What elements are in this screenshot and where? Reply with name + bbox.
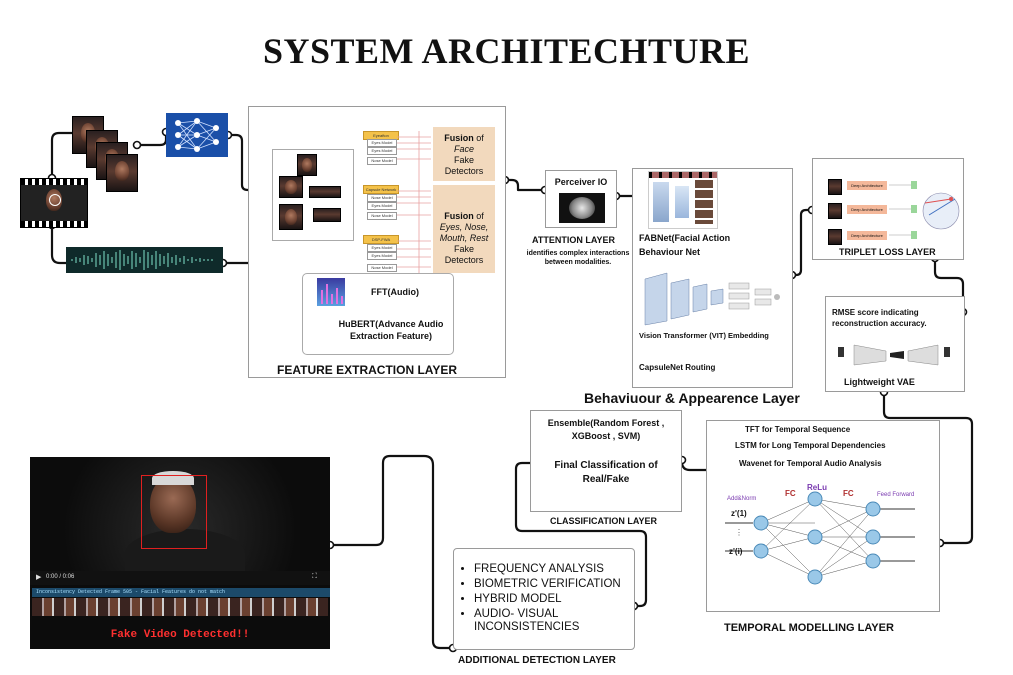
hubert-label: HuBERT(Advance Audio Extraction Feature) — [338, 319, 444, 341]
perceiver-io-box: Perceiver IO — [545, 170, 617, 228]
attention-layer-desc: identifies complex interactions between … — [526, 250, 630, 266]
deep-arch-block: Deep Architecture — [847, 181, 887, 190]
brain-scan-image — [559, 193, 605, 223]
frame-strip — [32, 598, 328, 616]
play-icon[interactable]: ▶ — [36, 574, 42, 581]
deep-arch-block: Deep Architecture — [847, 205, 887, 214]
neural-network-icon — [166, 113, 228, 157]
fc2-label: FC — [843, 489, 854, 498]
vae-box: RMSE score indicating reconstruction acc… — [825, 296, 965, 392]
classification-box: Ensemble(Random Forest , XGBoost , SVM) … — [530, 410, 682, 512]
list-item: AUDIO- VISUAL INCONSISTENCIES — [474, 608, 644, 634]
feature-extraction-label: FEATURE EXTRACTION LAYER — [277, 363, 458, 377]
perceiver-heading: Perceiver IO — [554, 177, 608, 187]
addnorm-label: Add&Norm — [727, 496, 757, 502]
svg-text:⋮: ⋮ — [735, 528, 743, 537]
list-item: FREQUENCY ANALYSIS — [474, 563, 644, 576]
model-chip: Eyes Model — [367, 244, 397, 252]
vit-diagram — [637, 269, 787, 327]
triplet-image — [828, 203, 842, 219]
model-chip: Nose Model — [367, 264, 397, 272]
vit-label: Vision Transformer (VIT) Embedding — [639, 331, 769, 340]
transformer-network-diagram: ⋮ — [725, 491, 915, 585]
fc1-label: FC — [785, 489, 796, 498]
model-chip: Nose Model — [367, 157, 397, 165]
hypersphere-diagram — [889, 181, 960, 239]
vae-desc: RMSE score indicating reconstruction acc… — [832, 308, 927, 328]
z1-label: z'(1) — [731, 509, 747, 518]
relu-label: ReLu — [807, 483, 827, 492]
model-chip: Eyes Model — [367, 202, 397, 210]
temporal-layer-label: TEMPORAL MODELLING LAYER — [724, 622, 894, 634]
audio-waveform — [66, 247, 223, 273]
vae-label: Lightweight VAE — [844, 377, 915, 387]
triplet-loss-label: TRIPLET LOSS LAYER — [839, 247, 936, 257]
zi-label: z'(i) — [729, 547, 743, 556]
additional-detection-list: FREQUENCY ANALYSIS BIOMETRIC VERIFICATIO… — [462, 563, 644, 636]
audio-features-box: FFT(Audio) HuBERT(Advance Audio Extracti… — [302, 273, 454, 355]
capsule-label: CapsuleNet Routing — [639, 363, 716, 372]
fusion-face-box: Fusion of Face Fake Detectors — [433, 127, 495, 181]
fusion-arrows — [397, 131, 431, 273]
classification-layer-label: CLASSIFICATION LAYER — [550, 516, 658, 526]
page-title: SYSTEM ARCHITECHTURE — [262, 31, 751, 71]
fabnet-diagram — [648, 171, 718, 229]
ensemble-label: Ensemble(Random Forest , XGBoost , SVM) — [547, 418, 665, 441]
model-chip: Nose Model — [367, 194, 397, 202]
triplet-image — [828, 179, 842, 195]
video-controls[interactable]: ▶ 0:00 / 0:06 ⛶ — [30, 571, 330, 585]
triplet-image — [828, 229, 842, 245]
model-chip: DSP-FWA — [363, 235, 399, 244]
face-detection-box — [141, 475, 207, 549]
list-item: HYBRID MODEL — [474, 593, 644, 606]
input-video-thumbnail — [20, 178, 88, 228]
final-classification-label: Final Classification of Real/Fake — [554, 460, 658, 485]
face-frame — [106, 154, 138, 192]
fusion-word: Fusion — [444, 133, 474, 143]
list-item: BIOMETRIC VERIFICATION — [474, 578, 644, 591]
fusion-word: Fusion — [444, 211, 474, 221]
triplet-loss-box: Deep Architecture Deep Architecture Deep… — [812, 158, 964, 260]
video-time: 0:00 / 0:06 — [46, 574, 75, 580]
verdict-text: Fake Video Detected!! — [110, 629, 250, 641]
temporal-line-1: TFT for Temporal Sequence — [745, 425, 851, 434]
spectrum-icon — [317, 278, 345, 306]
feature-extraction-layer: Eyeafton Eyes Model Eyes Model Nose Mode… — [248, 106, 506, 378]
model-chip: Eyes Model — [367, 139, 397, 147]
volume-icon[interactable]: ⛶ — [312, 573, 317, 580]
model-chip: Eyes Model — [367, 147, 397, 155]
behaviour-layer-label: Behaviuour & Appearence Layer — [584, 390, 800, 406]
temporal-line-2: LSTM for Long Temporal Dependencies — [735, 441, 886, 450]
attention-layer-label: ATTENTION LAYER — [532, 235, 616, 245]
temporal-modelling-box: TFT for Temporal Sequence LSTM for Long … — [706, 420, 940, 612]
vae-diagram — [834, 341, 958, 369]
behaviour-appearance-box: FABNet(Facial Action Behaviour Net Visio… — [632, 168, 793, 388]
feedforward-label: Feed Forward — [877, 492, 915, 498]
play-icon — [49, 194, 61, 206]
speaker-video[interactable] — [30, 457, 330, 579]
face-crops-panel — [272, 149, 354, 241]
temporal-line-3: Wavenet for Temporal Audio Analysis — [739, 459, 882, 468]
model-chip: Eyes Model — [367, 252, 397, 260]
model-chip: Capsule Network — [363, 185, 399, 194]
fabnet-label: FABNet(Facial Action Behaviour Net — [639, 233, 731, 257]
additional-layer-label: ADDITIONAL DETECTION LAYER — [458, 655, 616, 666]
fft-label: FFT(Audio) — [371, 287, 419, 297]
result-video-panel: ▶ 0:00 / 0:06 ⛶ Inconsistency Detected F… — [30, 457, 330, 649]
fusion-parts-box: Fusion of Eyes, Nose, Mouth, Rest Fake D… — [433, 185, 495, 273]
additional-detection-box: FREQUENCY ANALYSIS BIOMETRIC VERIFICATIO… — [453, 548, 635, 650]
deep-arch-block: Deep Architecture — [847, 231, 887, 240]
model-chip: Nose Model — [367, 212, 397, 220]
inconsistency-ticker: Inconsistency Detected Frame 505 - Facia… — [32, 588, 330, 597]
